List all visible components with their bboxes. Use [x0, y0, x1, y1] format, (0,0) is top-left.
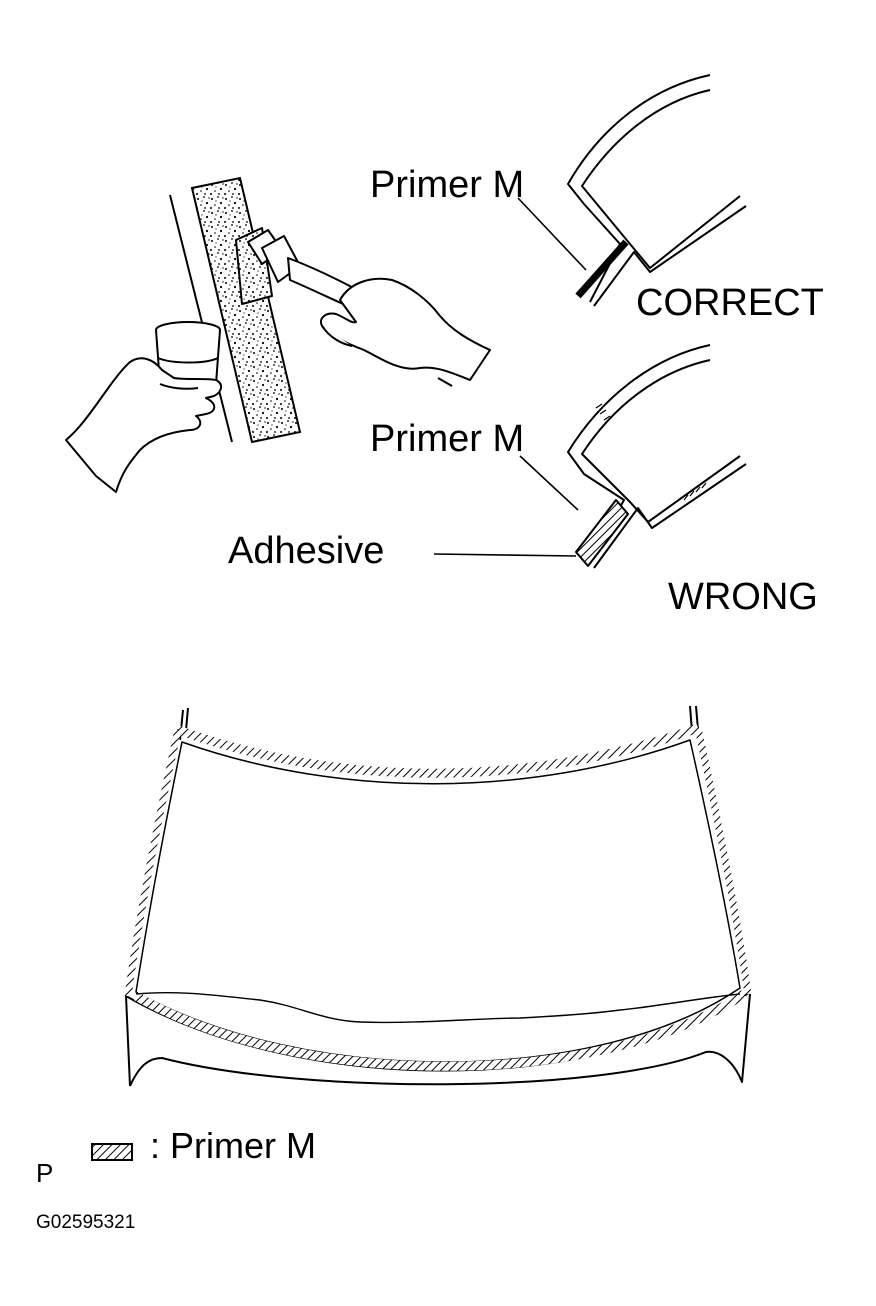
windshield-illustration	[124, 705, 752, 1087]
figure-code: G02595321	[36, 1212, 136, 1233]
adhesive-label: Adhesive	[228, 530, 385, 572]
left-hand-icon	[65, 357, 222, 493]
figure-letter: P	[36, 1158, 54, 1188]
correct-cross-section	[517, 74, 747, 307]
wrong-cross-section	[433, 344, 747, 569]
legend-label: : Primer M	[150, 1125, 316, 1166]
pillar-illustration	[169, 176, 302, 444]
right-hand-icon	[320, 277, 491, 387]
primer-m-label-wrong: Primer M	[370, 418, 525, 460]
wrong-label: WRONG	[668, 576, 818, 618]
primer-m-label-correct: Primer M	[370, 164, 525, 206]
correct-label: CORRECT	[636, 282, 824, 324]
hatched-rectangle-icon	[91, 1143, 133, 1161]
